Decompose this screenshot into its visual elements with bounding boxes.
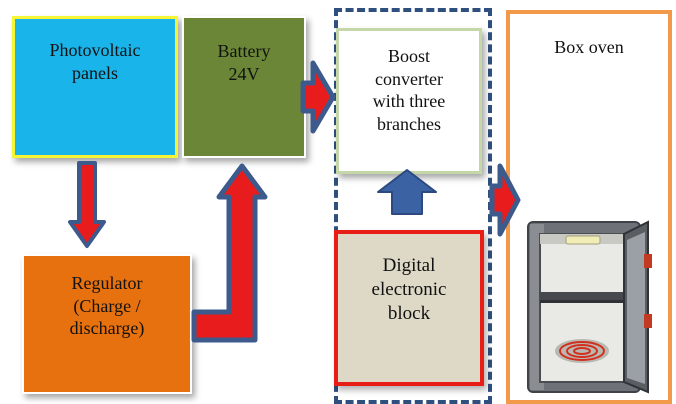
photovoltaic-panels-label: Photovoltaic panels	[49, 40, 141, 83]
regulator-label: Regulator (Charge / discharge)	[69, 273, 145, 338]
regulator-to-battery-arrow	[191, 163, 268, 343]
boost-converter-label: Boost converter with three branches	[372, 46, 446, 134]
boost-converter-block: Boost converter with three branches	[336, 28, 482, 174]
electric-oven-illustration	[527, 220, 652, 394]
photovoltaic-panels-block: Photovoltaic panels	[12, 16, 178, 158]
digital-to-boost-arrow	[377, 169, 437, 215]
regulator-block: Regulator (Charge / discharge)	[22, 254, 192, 394]
converter-to-oven-arrow	[489, 163, 521, 237]
battery-label: Battery 24V	[217, 41, 271, 84]
battery-to-boost-arrow	[300, 60, 336, 134]
box-oven-label: Box oven	[554, 37, 624, 57]
digital-electronic-block: Digital electronic block	[334, 230, 484, 386]
digital-electronic-label: Digital electronic block	[371, 255, 447, 324]
pv-to-regulator-arrow	[68, 161, 106, 248]
